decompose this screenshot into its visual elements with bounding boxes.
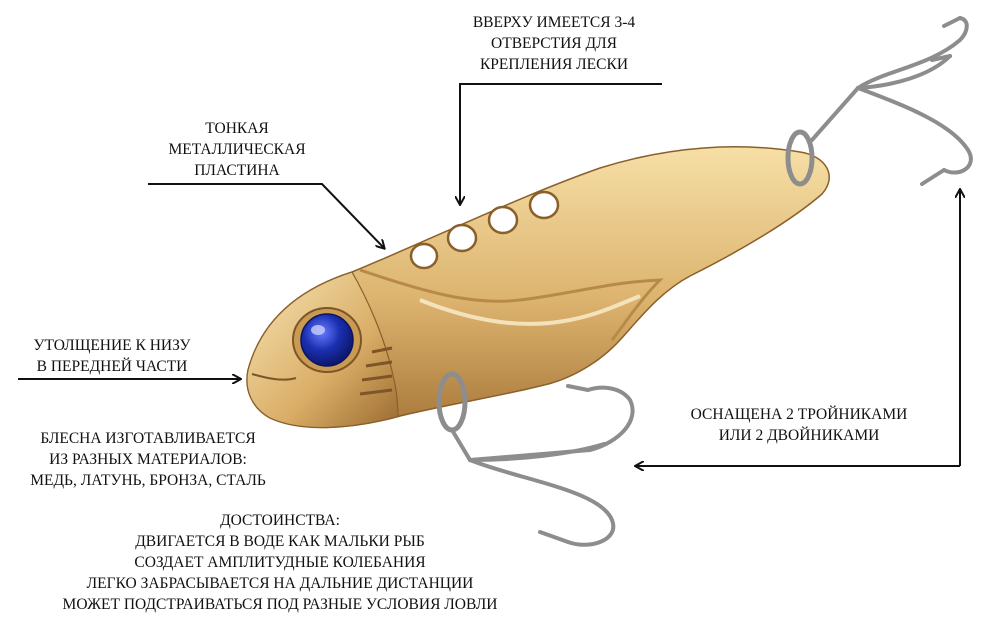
lure-highlight [419,294,641,326]
hole-1 [409,242,439,270]
annotation-arrows [18,83,960,466]
label-hooks: ОСНАЩЕНА 2 ТРОЙНИКАМИ ИЛИ 2 ДВОЙНИКАМИ [690,406,908,444]
eye-glint [311,325,325,335]
label-advantages: ДОСТОИНСТВА: ДВИГАЕТСЯ В ВОДЕ КАК МАЛЬКИ… [62,512,498,613]
label-holes: ВВЕРХУ ИМЕЕТСЯ 3-4 ОТВЕРСТИЯ ДЛЯ КРЕПЛЕН… [472,14,636,73]
lure-ridge [359,268,664,341]
label-materials: БЛЕСНА ИЗГОТАВЛИВАЕТСЯ ИЗ РАЗНЫХ МАТЕРИА… [30,430,266,489]
label-thickening: УТОЛЩЕНИЕ К НИЗУ В ПЕРЕДНЕЙ ЧАСТИ [33,337,191,375]
hole-3 [487,205,519,235]
hole-4 [528,190,560,220]
eye-gem [300,313,354,367]
plate-arrow [148,183,384,248]
line-holes [409,190,560,270]
holes-arrow [460,83,662,204]
lure-mouth [251,373,297,381]
rear-treble-hook [785,16,973,187]
label-plate: ТОНКАЯ МЕТАЛЛИЧЕСКАЯ ПЛАСТИНА [168,120,306,179]
front-treble-hook [436,371,635,547]
gill-lines [359,346,393,396]
hole-2 [446,223,478,253]
